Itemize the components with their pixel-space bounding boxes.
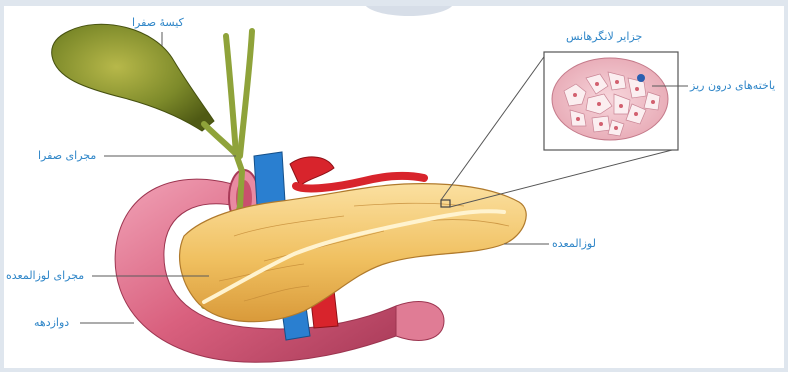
label-endocrine-cells: یاخته‌های درون ریز <box>690 79 775 92</box>
gallbladder-shape <box>52 24 214 131</box>
label-bile-duct: مجرای صفرا <box>38 149 96 162</box>
islet-zoom-panel <box>544 52 678 150</box>
diagram-frame: کیسهٔ صفرا مجرای صفرا مجرای لوزالمعده دو… <box>4 6 784 368</box>
label-duodenum: دوازدهه <box>34 316 69 329</box>
label-islets: جزایر لانگرهانس <box>566 30 642 43</box>
artery-shape <box>290 157 334 186</box>
label-gallbladder: کیسهٔ صفرا <box>132 16 184 29</box>
label-pancreas: لوزالمعده <box>552 237 596 250</box>
pancreas-illustration <box>4 6 784 368</box>
label-pancreatic-duct: مجرای لوزالمعده <box>6 269 84 282</box>
